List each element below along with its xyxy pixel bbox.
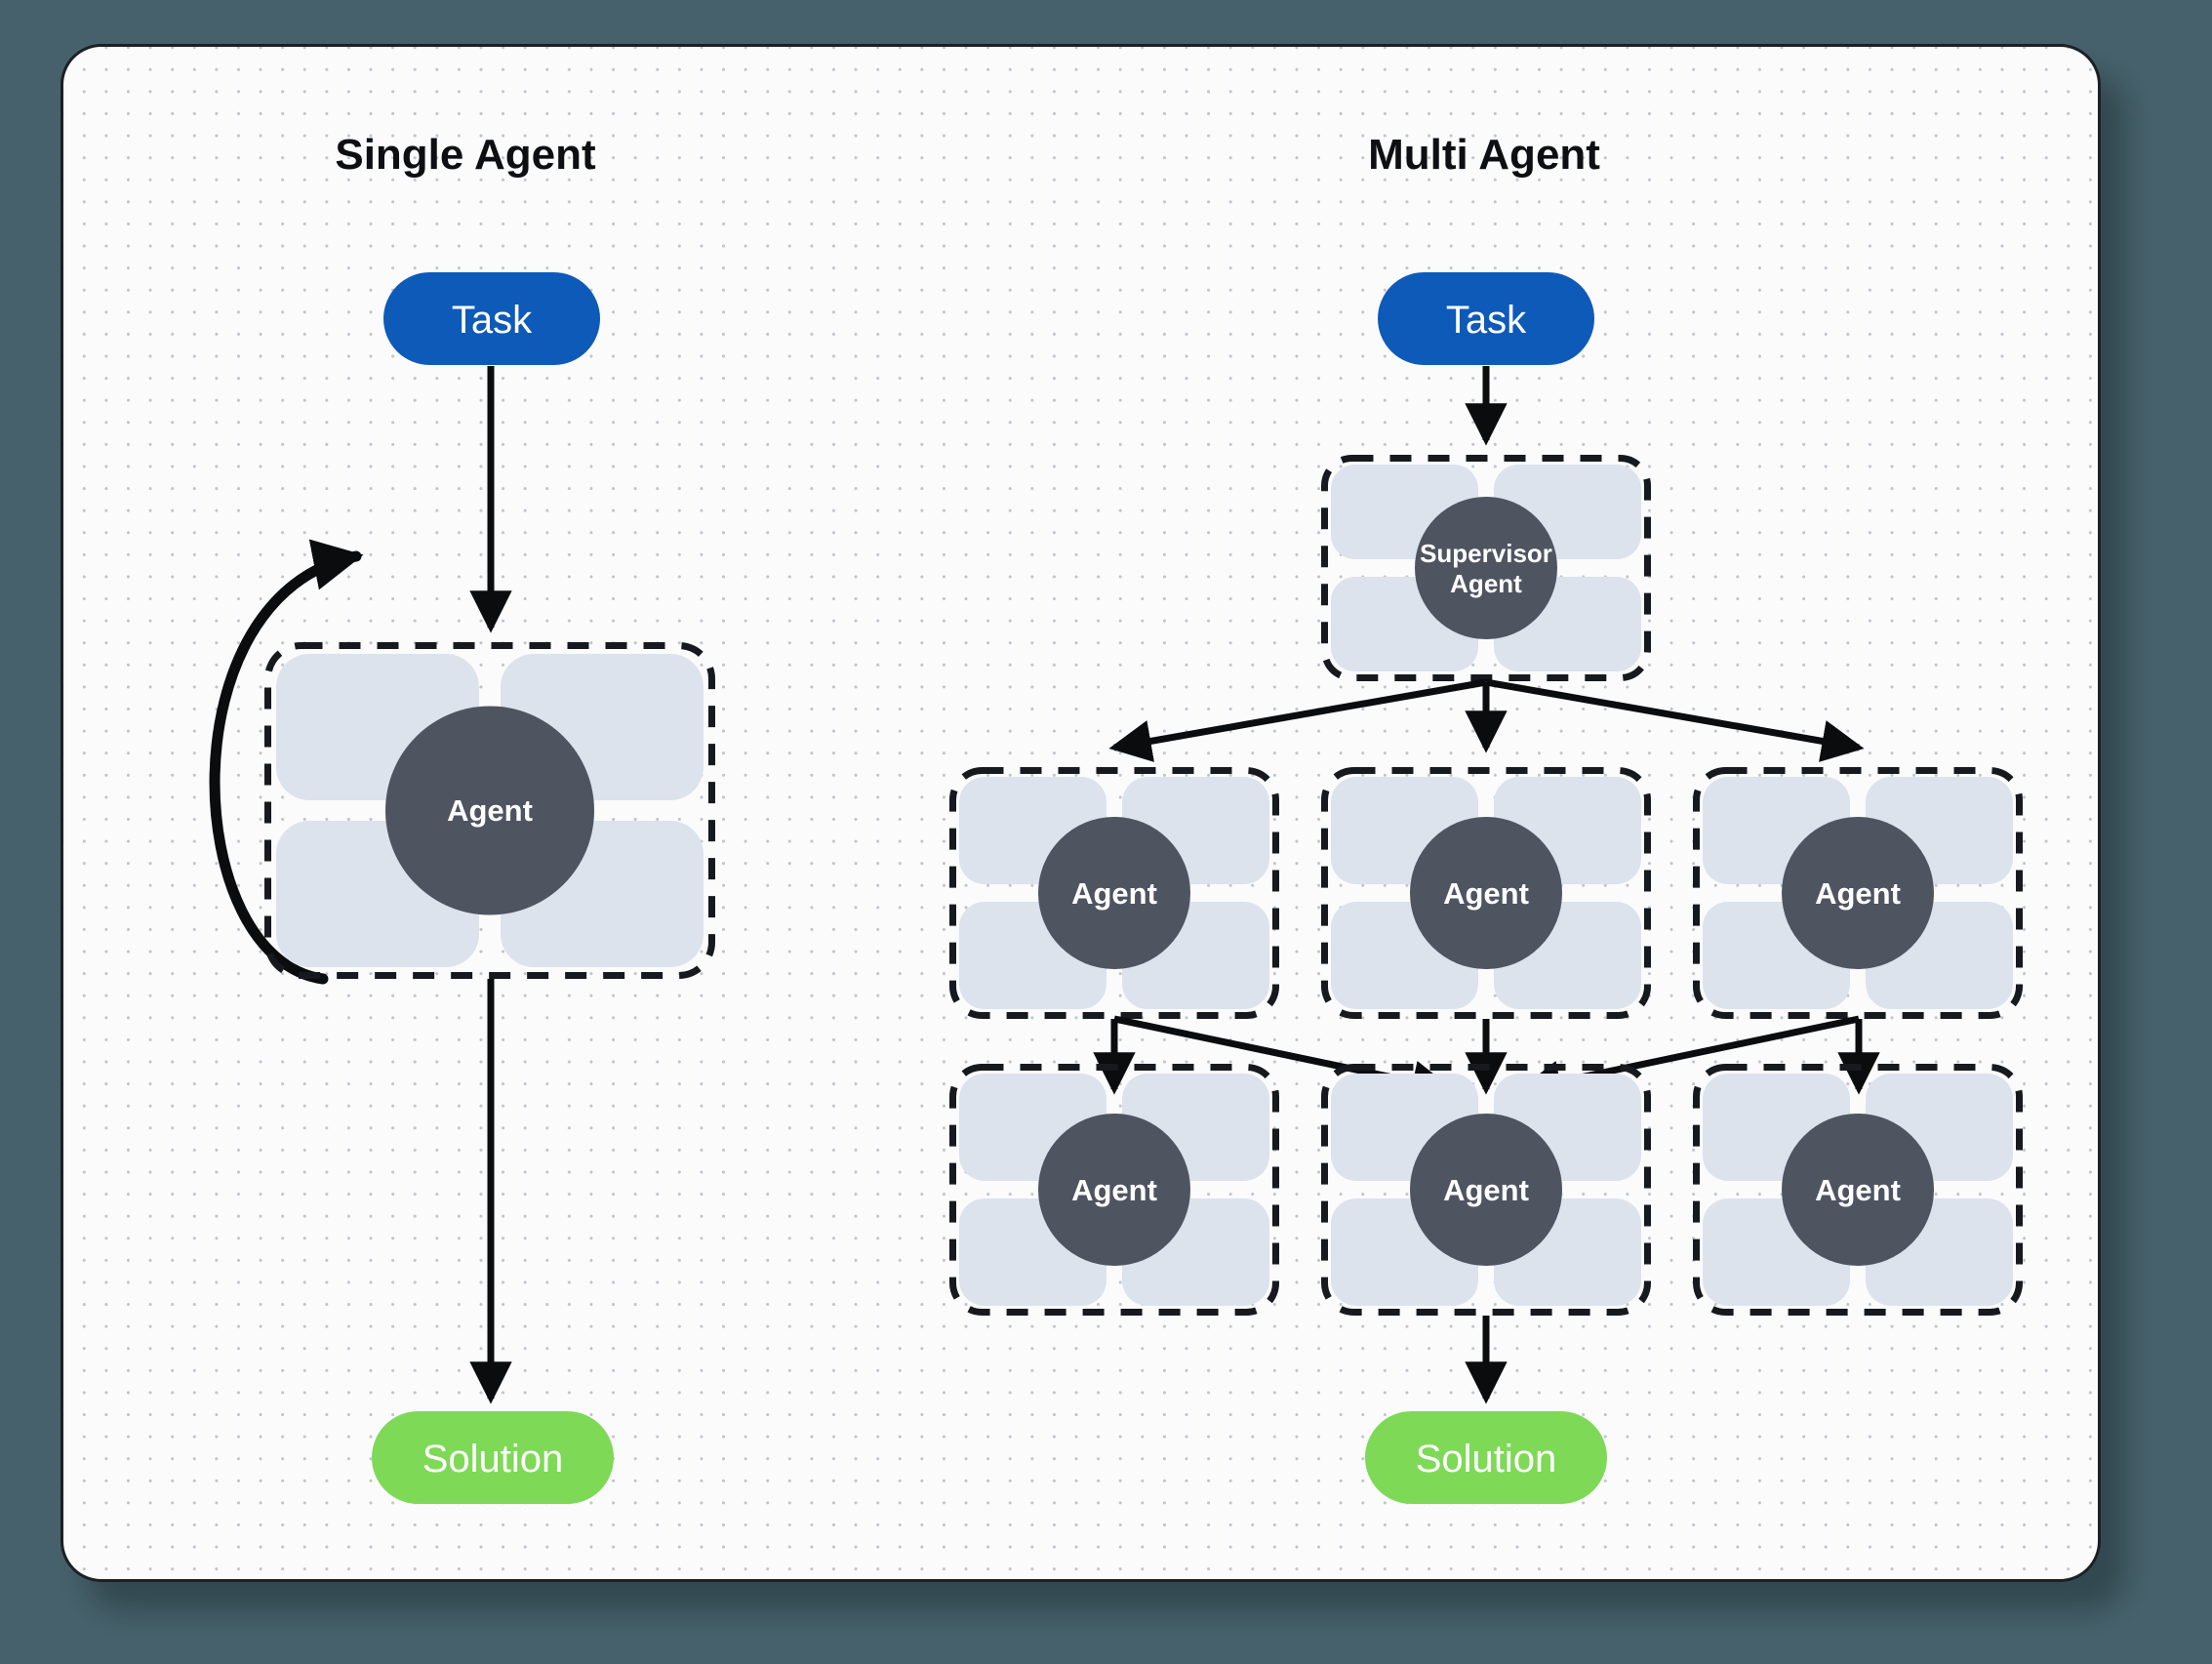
- edge-supervisor-to-agent-r1c3: [1485, 678, 1865, 762]
- node-task-multi[interactable]: Task: [1378, 272, 1594, 365]
- column-title-single-agent: Single Agent: [335, 131, 596, 179]
- node-agent-single-label: Agent: [447, 793, 533, 828]
- node-task-single-label: Task: [452, 299, 533, 342]
- node-solution-multi[interactable]: Solution: [1365, 1411, 1607, 1504]
- node-agent-r1c1-label: Agent: [1071, 876, 1157, 911]
- diagram-card: Single Agent Multi Agent Task Agent: [60, 44, 2101, 1582]
- node-agent-r1c3[interactable]: Agent: [1697, 771, 2020, 1016]
- node-solution-multi-label: Solution: [1416, 1438, 1557, 1481]
- node-agent-single[interactable]: Agent: [268, 646, 712, 976]
- node-task-single[interactable]: Task: [383, 272, 600, 365]
- node-supervisor-label-line1: Supervisor: [1420, 539, 1552, 568]
- node-solution-single-label: Solution: [422, 1438, 564, 1481]
- edge-agent-self-loop-single: [209, 539, 364, 985]
- edge-supervisor-to-agent-r1c1: [1108, 678, 1487, 762]
- node-solution-single[interactable]: Solution: [372, 1411, 614, 1504]
- node-agent-r2c1-label: Agent: [1071, 1173, 1157, 1207]
- node-agent-r1c2[interactable]: Agent: [1325, 771, 1648, 1016]
- node-supervisor-agent[interactable]: Supervisor Agent: [1325, 459, 1648, 678]
- node-agent-r2c3-label: Agent: [1815, 1173, 1901, 1207]
- node-agent-r2c3[interactable]: Agent: [1697, 1068, 2020, 1313]
- node-agent-r2c1[interactable]: Agent: [953, 1068, 1276, 1313]
- column-title-multi-agent: Multi Agent: [1368, 131, 1600, 179]
- node-agent-r1c1[interactable]: Agent: [953, 771, 1276, 1016]
- agent-architecture-diagram: Single Agent Multi Agent Task Agent: [209, 131, 2098, 1504]
- node-agent-r2c2[interactable]: Agent: [1325, 1068, 1648, 1313]
- node-agent-r1c2-label: Agent: [1443, 876, 1529, 911]
- node-supervisor-label-line2: Agent: [1450, 569, 1522, 598]
- node-agent-r2c2-label: Agent: [1443, 1173, 1529, 1207]
- node-agent-r1c3-label: Agent: [1815, 876, 1901, 911]
- node-task-multi-label: Task: [1446, 299, 1527, 342]
